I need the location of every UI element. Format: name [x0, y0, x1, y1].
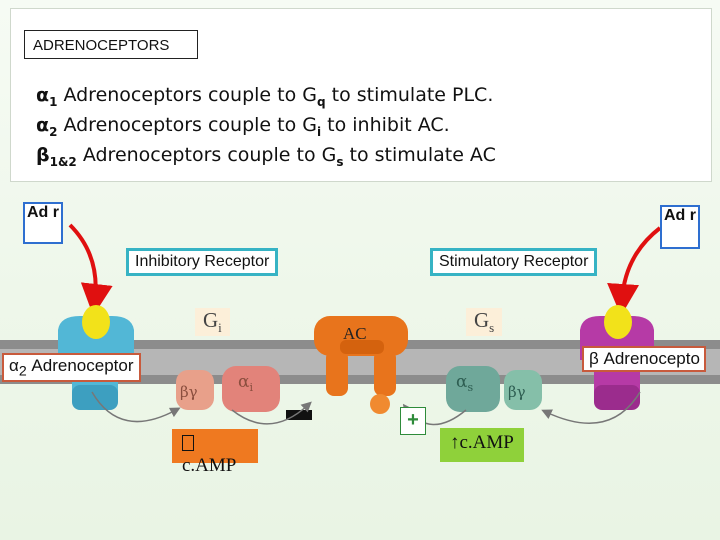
camp-increase: ↑c.AMP: [440, 428, 524, 462]
gi-alpha: αi: [238, 372, 253, 394]
stimulatory-receptor-label: Stimulatory Receptor: [430, 248, 598, 276]
gs-label: Gs: [466, 308, 503, 337]
beta-adrenoceptor-label: β Adrenocepto: [582, 346, 706, 372]
adrenaline-left: Ad r: [23, 202, 63, 244]
camp-decrease: c.AMP: [172, 429, 258, 476]
arrow-adr-right: [607, 226, 662, 316]
arrow-receptor-to-gi: [91, 391, 181, 423]
slide-title: ADRENOCEPTORS: [24, 30, 198, 59]
arrow-adr-left: [68, 223, 113, 316]
ac-label: AC: [343, 324, 367, 343]
arrow-receptor-to-gs: [541, 391, 641, 424]
line-alpha2: α2 Adrenoceptors couple to Gi to inhibit…: [36, 114, 450, 139]
ligand-left: [82, 305, 110, 339]
line-beta: β1&2 Adrenoceptors couple to Gs to stimu…: [36, 144, 496, 169]
alpha2-adrenoceptor-label: α2 Adrenoceptor: [2, 353, 141, 383]
gi-protein: [176, 366, 280, 412]
gs-protein: [446, 366, 542, 412]
down-arrow-icon: [182, 435, 194, 451]
line-alpha1: α1 Adrenoceptors couple to Gq to stimula…: [36, 84, 494, 109]
plus-sign: +: [400, 407, 426, 435]
gi-beta-gamma: βγ: [180, 383, 198, 401]
minus-sign: [286, 410, 312, 420]
ligand-right: [604, 305, 632, 339]
gs-alpha: αs: [456, 372, 473, 394]
adrenaline-right: Ad r: [660, 205, 700, 249]
gi-label: Gi: [195, 308, 230, 337]
inhibitory-receptor-label: Inhibitory Receptor: [126, 248, 279, 276]
gs-beta-gamma: βγ: [508, 383, 526, 401]
adenylyl-cyclase: [314, 316, 408, 414]
arrow-gi-to-ac: [231, 401, 312, 425]
